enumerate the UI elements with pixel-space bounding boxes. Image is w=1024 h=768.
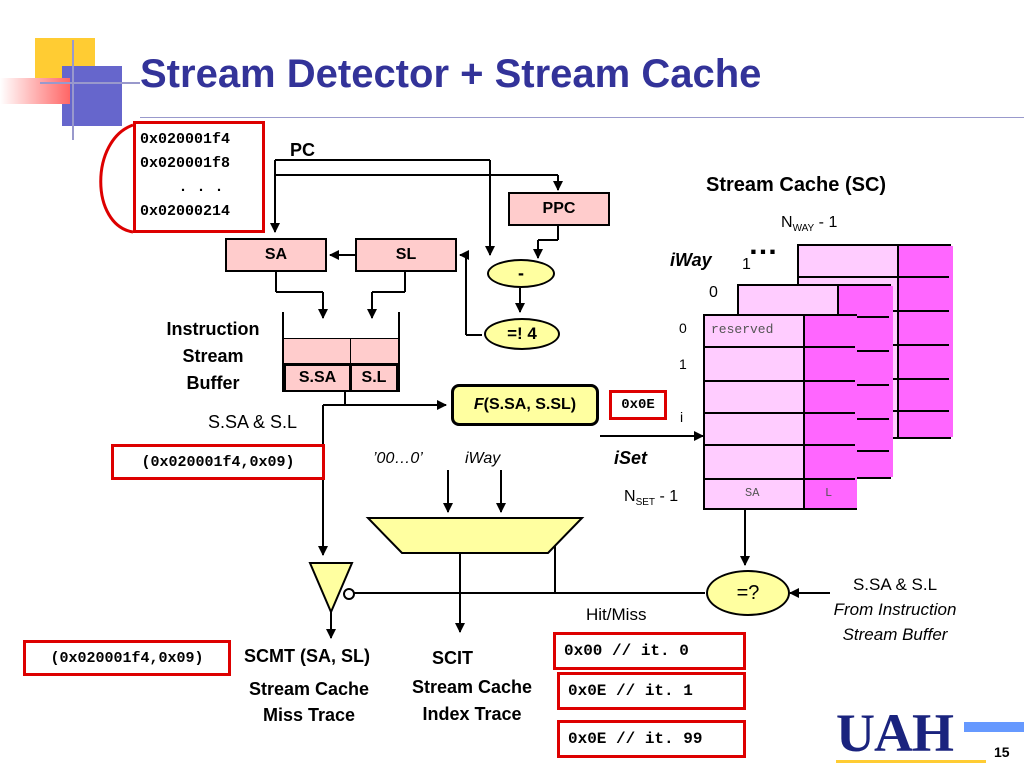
index-trace-entry: 0x0E // it. 99 (557, 720, 746, 758)
way-1-label: 1 (742, 256, 751, 273)
isb-label: Instruction Stream Buffer (166, 319, 260, 393)
scit-label: SCIT (432, 648, 474, 668)
sl-register: SL (355, 238, 457, 272)
reserved-entry: reserved (711, 322, 774, 337)
index-trace-entry: 0x00 // it. 0 (553, 632, 746, 670)
scit-description: Stream Cache Index Trace (411, 677, 533, 724)
way-0-label: 0 (709, 284, 718, 301)
pc-label: PC (290, 140, 316, 160)
function-name: F (473, 396, 484, 413)
ssa-sl-label: S.SA & S.L (208, 412, 298, 432)
pc-address: 0x020001f4 (140, 131, 231, 148)
l-column-label: L (825, 486, 833, 500)
function-output-value: 0x0E (609, 390, 667, 420)
cache-way-0: reserved SA L (703, 314, 857, 510)
sa-register: SA (225, 238, 327, 272)
iway-input-label: iWay (465, 450, 501, 467)
ssa-field: S.SA (284, 364, 351, 392)
pc-address: 0x020001f8 (140, 155, 231, 172)
subtract-op: - (487, 259, 555, 288)
pc-address-list: 0x020001f4 0x020001f8 . . . 0x02000214 (133, 121, 265, 233)
scmt-description: Stream Cache Miss Trace (248, 679, 370, 725)
slide-number: 15 (994, 744, 1010, 760)
pc-ellipsis: . . . (178, 179, 224, 196)
function-args: (S.SA, S.SL) (483, 396, 577, 413)
scmt-label: SCMT (SA, SL) (244, 646, 370, 666)
ppc-register: PPC (508, 192, 610, 226)
index-trace-entry: 0x0E // it. 1 (557, 672, 746, 710)
stream-cache-title: Stream Cache (SC) (706, 174, 887, 196)
ways-ellipsis: … (748, 228, 778, 261)
iset-label: iSet (614, 448, 648, 468)
page-title: Stream Detector + Stream Cache (140, 52, 762, 96)
nway-label: NWAY - 1 (781, 214, 838, 235)
compare-source-label: S.SA & S.L From Instruction Stream Buffe… (833, 575, 957, 644)
scmt-value: (0x020001f4,0x09) (23, 640, 231, 676)
not-equal-four-op: =! 4 (484, 318, 560, 350)
corner-decoration (0, 0, 140, 140)
compare-op: =? (706, 570, 790, 616)
instruction-stream-buffer: S.SA S.L (282, 312, 400, 392)
nset-label: NSET - 1 (624, 488, 679, 509)
hash-function-f: F(S.SA, S.SL) (451, 384, 599, 426)
iway-label: iWay (670, 250, 712, 270)
row-i-label: i (680, 409, 684, 425)
sl-field: S.L (350, 364, 398, 392)
zeros-input-label: ’00…0’ (373, 450, 423, 467)
uah-logo: UAH (836, 700, 1024, 768)
sa-column-label: SA (745, 486, 760, 500)
hit-miss-label: Hit/Miss (586, 605, 647, 624)
pc-address: 0x02000214 (140, 203, 231, 220)
row-0-label: 0 (679, 320, 687, 336)
title-rule (140, 117, 1024, 118)
row-1-label: 1 (679, 356, 687, 372)
ssa-sl-value: (0x020001f4,0x09) (111, 444, 325, 480)
